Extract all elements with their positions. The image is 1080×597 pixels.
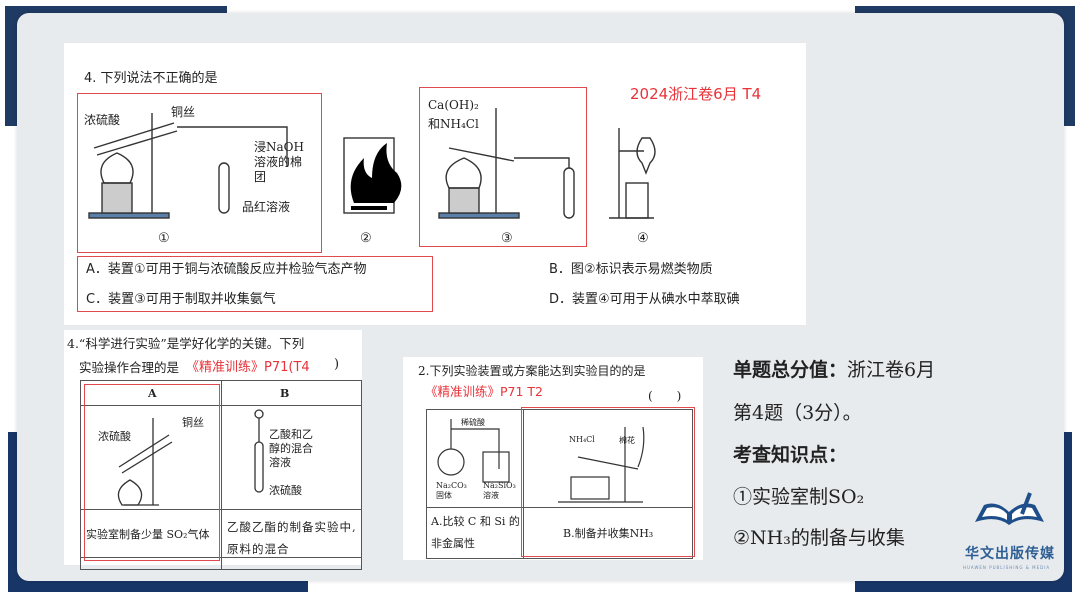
options-table — [426, 409, 693, 559]
figure-number: ④ — [637, 231, 649, 246]
highlight-box — [77, 256, 433, 312]
label: 浓硫酸 — [98, 430, 131, 443]
score-label: 单题总分值： — [733, 359, 848, 381]
table-cell: 实验室制备少量 SO₂气体 — [86, 528, 210, 541]
figure-number: ③ — [501, 231, 513, 246]
label: Na₂SiO₃ 溶液 — [483, 481, 516, 500]
label: 和NH₄Cl — [428, 117, 479, 131]
label: 稀硫酸 — [461, 418, 485, 427]
label: 浓硫酸 — [84, 113, 121, 127]
source-label: 《精准训练》P71 T2 — [425, 384, 544, 399]
score-line: 单题总分值：浙江卷6月 — [733, 355, 935, 382]
option-c: C．装置③可用于制取并收集氨气 — [86, 292, 276, 307]
question-title: 4. 下列说法不正确的是 — [84, 71, 218, 86]
question-text: 实验操作合理的是 — [79, 360, 180, 375]
table-cell: A.比较 C 和 Si 的非金属性 — [431, 515, 520, 550]
score-value: 浙江卷6月 — [847, 359, 936, 381]
highlight-box — [77, 93, 322, 253]
highlight-box — [521, 407, 695, 557]
highlight-box — [84, 384, 220, 561]
figure-number: ① — [158, 231, 170, 246]
highlight-box — [419, 87, 587, 247]
knowledge-point: ②NH₃的制备与收集 — [733, 527, 905, 549]
label: 铜丝 — [171, 105, 196, 119]
label: 浓硫酸 — [269, 484, 302, 497]
logo-subtext: HUAWEN PUBLISHING & MEDIA — [963, 565, 1051, 570]
label: Ca(OH)₂ — [428, 98, 479, 112]
label: 品红溶液 — [242, 200, 291, 214]
flammable-icon — [350, 143, 402, 203]
label: Na₂CO₃ 固体 — [436, 481, 467, 500]
question-card-2: 4.“科学进行实验”是学好化学的关键。下列 实验操作合理的是 《精准训练》P71… — [64, 330, 362, 570]
table-cell: 乙酸乙酯的制备实验中,原料的混合 — [227, 520, 357, 556]
score-detail: 第4题（3分）。 — [733, 402, 862, 424]
knowledge-point: ①实验室制SO₂ — [733, 486, 865, 508]
question-card-3: 2.下列实验装置或方案能达到实验目的的是 《精准训练》P71 T2 ( ) 稀硫… — [403, 357, 703, 560]
book-pen-logo-icon — [975, 492, 1044, 525]
option-b: B．图②标识表示易燃类物质 — [549, 262, 713, 277]
apparatus-diagrams — [437, 419, 645, 503]
figure-number: ② — [360, 231, 372, 246]
source-label: 2024浙江卷6月 T4 — [630, 85, 762, 103]
question-card-1: 4. 下列说法不正确的是 2024浙江卷6月 T4 浓硫酸 铜丝 浸NaOH溶液… — [64, 43, 806, 325]
answer-paren: ) — [334, 357, 340, 372]
question-text: 2.下列实验装置或方案能达到实验目的的是 — [418, 364, 646, 378]
label: 铜丝 — [182, 416, 204, 429]
apparatus-diagrams — [117, 409, 264, 506]
column-header: B — [280, 387, 290, 400]
option-d: D．装置④可用于从碘水中萃取碘 — [549, 292, 740, 307]
knowledge-heading: 考查知识点： — [733, 444, 848, 466]
logo-text: 华文出版传媒 — [965, 546, 1055, 562]
label: 浸NaOH溶液的棉团 — [254, 140, 304, 184]
question-text: 4.“科学进行实验”是学好化学的关键。下列 — [67, 336, 305, 351]
source-label: 《精准训练》P71(T4 — [186, 360, 310, 375]
label: 乙酸和乙醇的混合溶液 — [269, 428, 313, 469]
apparatus-diagrams — [88, 108, 656, 219]
label: 棉花 — [619, 436, 635, 445]
options-table — [80, 380, 362, 570]
answer-paren: ( ) — [648, 389, 682, 403]
option-a: A．装置①可用于铜与浓硫酸反应并检验气态产物 — [86, 262, 367, 277]
column-header: A — [148, 387, 157, 400]
table-cell: B.制备并收集NH₃ — [563, 527, 654, 540]
label: NH₄Cl — [569, 435, 595, 444]
